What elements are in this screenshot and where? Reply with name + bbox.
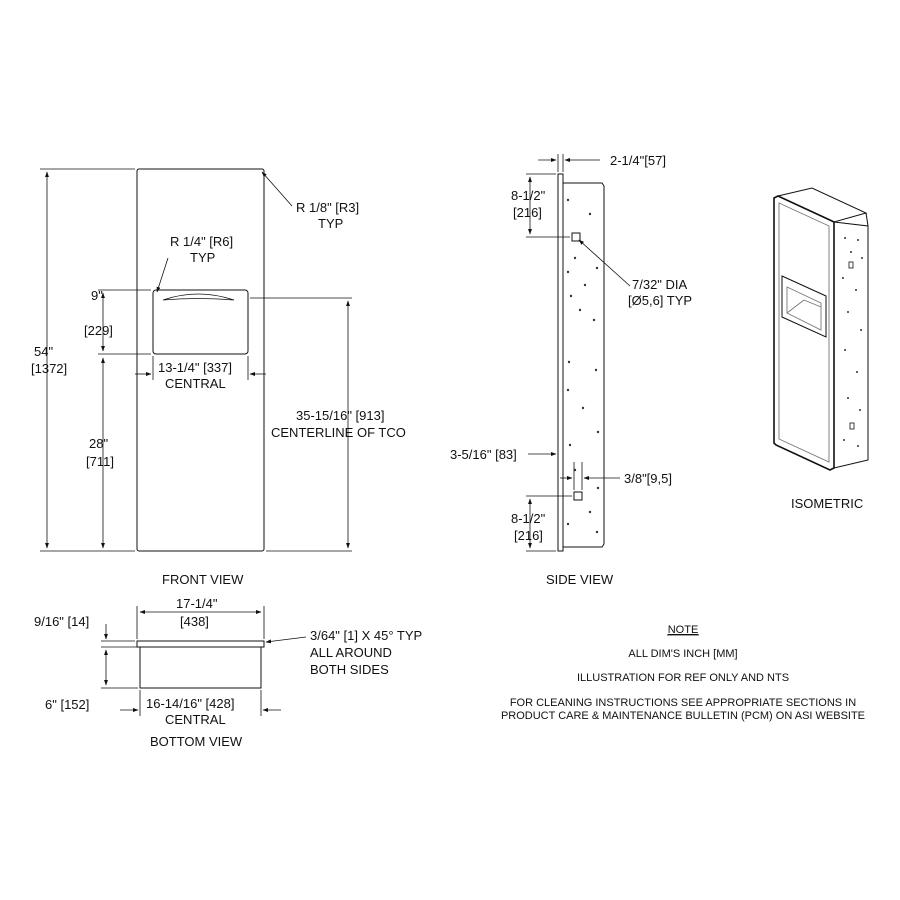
- bottom-dim-flange-w-mm: [438]: [180, 614, 209, 629]
- side-hole-note: 7/32" DIA: [632, 277, 688, 292]
- iso-side-bracket-top: [848, 261, 854, 269]
- side-body-outline: [562, 182, 605, 548]
- notes-block: NOTE ALL DIM'S INCH [MM] ILLUSTRATION FO…: [501, 624, 865, 722]
- front-dim-open-w-note: CENTRAL: [165, 376, 226, 391]
- side-top-bracket: [571, 232, 581, 242]
- front-dim-open-h-mm: [229]: [84, 323, 113, 338]
- side-mounting-holes: [566, 198, 600, 534]
- front-radius-outer-leader: [261, 171, 293, 207]
- bottom-chamfer-leader: [265, 636, 307, 644]
- iso-dispenser-shelf-2: [803, 299, 822, 308]
- bottom-chamfer: 3/64" [1] X 45° TYP: [310, 628, 422, 643]
- notes-line-4: PRODUCT CARE & MAINTENANCE BULLETIN (PCM…: [501, 710, 865, 722]
- front-radius-inner-leader: [156, 257, 169, 293]
- front-radius-inner-note: TYP: [190, 250, 215, 265]
- front-dim-tco: 35-15/16" [913]: [296, 408, 384, 423]
- front-dispenser-opening: [152, 289, 249, 355]
- iso-top-back-edge: [865, 212, 869, 227]
- front-dim-open-w: 13-1/4" [337]: [158, 360, 232, 375]
- bottom-dim-flange-w: 17-1/4": [176, 596, 218, 611]
- iso-inner-panel: [778, 202, 830, 463]
- bottom-chamfer-note-2: BOTH SIDES: [310, 662, 389, 677]
- side-dim-top: 8-1/2": [511, 188, 546, 203]
- side-flange: [557, 173, 564, 552]
- iso-dispenser-recess: [786, 286, 822, 331]
- bottom-dim-body: 16-14/16" [428]: [146, 696, 234, 711]
- isometric-view: ISOMETRIC: [773, 187, 869, 511]
- bottom-dim-thick: 9/16" [14]: [34, 614, 89, 629]
- side-view-title: SIDE VIEW: [546, 572, 614, 587]
- side-dim-top-mm: [216]: [513, 205, 542, 220]
- iso-side-face: [833, 221, 869, 469]
- bottom-flange: [136, 640, 265, 648]
- side-dim-depth: 2-1/4"[57]: [610, 153, 666, 168]
- iso-top-face: [776, 187, 868, 223]
- front-view-title: FRONT VIEW: [162, 572, 244, 587]
- side-hole-leader: [578, 239, 631, 287]
- front-dim-tco-note: CENTERLINE OF TCO: [271, 425, 406, 440]
- front-radius-outer-note: TYP: [318, 216, 343, 231]
- notes-line-2: ILLUSTRATION FOR REF ONLY AND NTS: [577, 672, 789, 684]
- isometric-title: ISOMETRIC: [791, 496, 863, 511]
- iso-side-bracket-bottom: [849, 422, 855, 430]
- front-dim-height-mm: [1372]: [31, 361, 67, 376]
- side-dim-wall: 3-5/16" [83]: [450, 447, 517, 462]
- bottom-body: [139, 646, 262, 689]
- side-view: 2-1/4"[57] 8-1/2" [216] 7/32" DIA [Ø5,6]…: [450, 153, 692, 587]
- front-dim-floor: 28": [89, 436, 108, 451]
- front-radius-inner: R 1/4" [R6]: [170, 234, 233, 249]
- front-dim-height: 54": [34, 344, 53, 359]
- side-bottom-bracket: [573, 491, 583, 501]
- notes-line-1: ALL DIM'S INCH [MM]: [628, 648, 737, 660]
- iso-front-face: [773, 195, 835, 471]
- side-hole-note-mm: [Ø5,6] TYP: [628, 293, 692, 308]
- front-radius-outer: R 1/8" [R3]: [296, 200, 359, 215]
- bottom-view: 17-1/4" [438] 9/16" [14] 6" [152] 16-14/…: [34, 596, 422, 749]
- notes-heading: NOTE: [668, 624, 699, 636]
- side-dim-flange: 3/8"[9,5]: [624, 471, 672, 486]
- bottom-dim-depth: 6" [152]: [45, 697, 89, 712]
- front-dim-open-h: 9": [91, 288, 103, 303]
- front-dispenser-slot: [162, 293, 235, 301]
- front-body-outline: [136, 168, 265, 552]
- bottom-dim-body-note: CENTRAL: [165, 712, 226, 727]
- iso-dispenser-opening: [781, 275, 827, 338]
- side-dim-bottom: 8-1/2": [511, 511, 546, 526]
- notes-line-3: FOR CLEANING INSTRUCTIONS SEE APPROPRIAT…: [510, 697, 856, 709]
- iso-side-holes: [842, 237, 863, 447]
- side-dim-bottom-mm: [216]: [514, 528, 543, 543]
- iso-dispenser-shelf: [786, 299, 805, 314]
- bottom-chamfer-note-1: ALL AROUND: [310, 645, 392, 660]
- bottom-view-title: BOTTOM VIEW: [150, 734, 243, 749]
- front-dim-floor-mm: [711]: [86, 454, 114, 469]
- front-view: 54" [1372] 9" [229] 28" [711] 13-1/4" [3…: [31, 168, 406, 587]
